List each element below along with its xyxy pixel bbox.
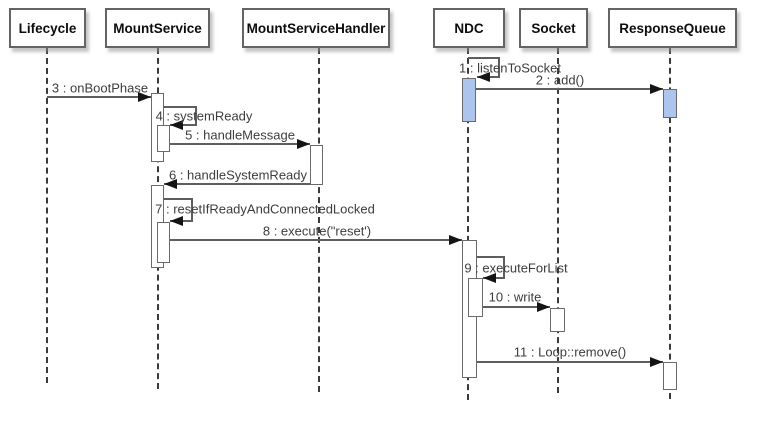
message-7-arrowhead-icon [170,215,183,226]
message-9-arrowhead-icon [483,272,496,283]
message-7-line-top [164,198,193,200]
message-5-line [170,143,310,145]
message-3-line [47,96,151,98]
rq-activation-1 [663,89,677,118]
message-1-line-top [468,57,500,59]
message-4-label: 4 : systemReady [155,108,253,124]
actor-box-ndc: NDC [433,8,505,48]
message-1-arrowhead-icon [477,71,490,82]
message-2-line [476,88,663,90]
actor-label: MountServiceHandler [246,20,386,36]
message-6-arrowhead-icon [164,178,177,189]
message-7-line-side [191,198,193,222]
message-9-label: 9 : executeForList [464,260,568,276]
actor-box-mountservice: MountService [105,8,210,48]
ndc-activation-3 [468,278,483,317]
actor-box-socket: Socket [519,8,588,48]
message-9-line-side [503,256,505,279]
lifeline-socket [557,48,559,393]
message-8-arrowhead-icon [449,234,462,245]
message-3-label: 3 : onBootPhase [51,80,149,96]
message-10-arrowhead-icon [537,301,550,312]
message-4-line-side [195,106,197,126]
message-4-line-top [164,106,197,108]
rq-activation-2 [663,362,677,390]
socket-activation-1 [550,308,565,332]
message-6-line [164,183,310,185]
message-10-line [483,306,550,308]
message-2-arrowhead-icon [650,83,663,94]
message-11-arrowhead-icon [650,356,663,367]
message-8-line [170,239,462,241]
actor-label: Socket [531,20,576,36]
message-2-label: 2 : add() [535,72,585,88]
ndc-activation-1 [462,78,476,122]
message-11-label: 11 : Loop::remove() [513,344,627,360]
message-7-label: 7 : resetIfReadyAndConnectedLocked [155,201,375,217]
message-3-arrowhead-icon [138,91,151,102]
ms-activation-2 [157,125,170,152]
message-11-line [477,361,663,363]
lifeline-lifecycle [46,48,48,383]
message-9-line-top [477,256,505,258]
actor-label: ResponseQueue [619,20,726,36]
message-8-label: 8 : execute("reset') [262,223,372,239]
lifeline-ndc [467,48,469,400]
actor-box-responsequeue: ResponseQueue [608,8,737,48]
message-1-label: 1 : listenToSocket [459,60,561,76]
ms-activation-4 [157,222,170,263]
message-5-label: 5 : handleMessage [185,127,295,143]
message-1-line-side [498,57,500,78]
actor-label: Lifecycle [18,20,77,36]
message-4-arrowhead-icon [170,119,183,130]
actor-box-lifecycle: Lifecycle [9,8,86,48]
message-6-label: 6 : handleSystemReady [168,167,308,183]
msh-activation-1 [310,145,323,185]
message-4-line-return [170,124,197,126]
lifeline-responsequeue [669,48,671,399]
actor-box-mountservicehandler: MountServiceHandler [242,8,390,48]
actor-label: NDC [454,20,484,36]
actor-label: MountService [113,20,202,36]
lifeline-mountservicehandler [318,48,320,392]
message-10-label: 10 : write [488,289,542,305]
message-5-arrowhead-icon [297,138,310,149]
